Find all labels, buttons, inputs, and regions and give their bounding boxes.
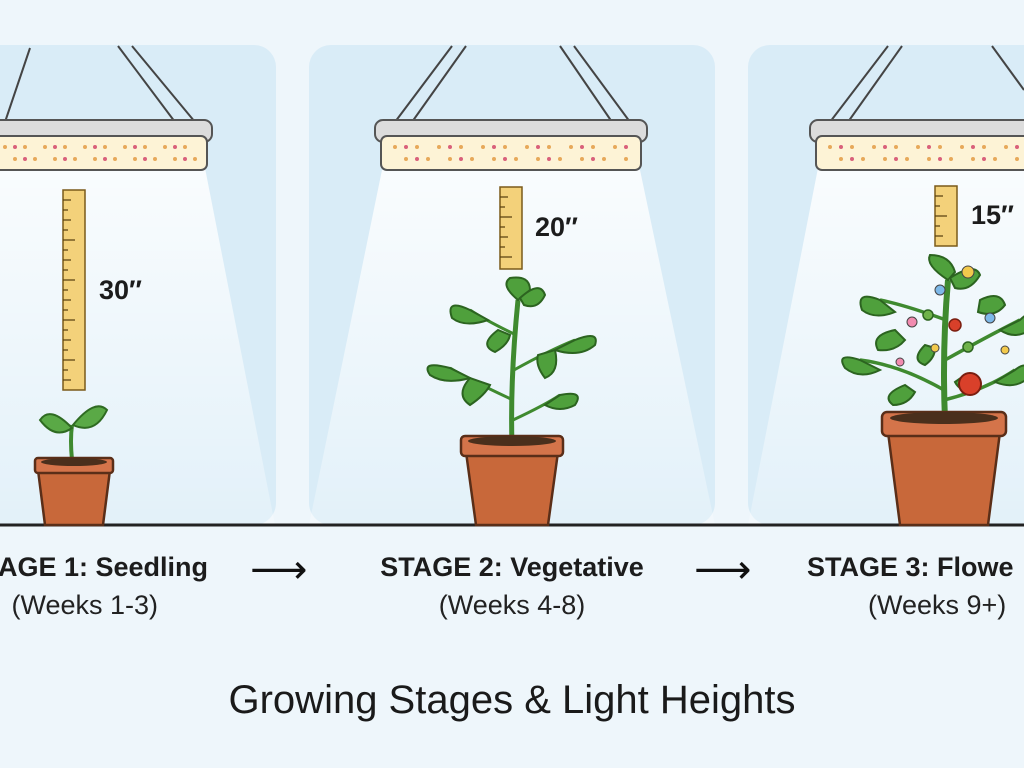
stage-2-pot-icon (459, 434, 565, 527)
stage-1-weeks: (Weeks 1-3) (11, 590, 158, 620)
stage-2-ruler-icon (499, 186, 523, 270)
stage-1-ruler-icon (62, 189, 86, 391)
stage-3-height-label: 15″ (971, 200, 1014, 230)
right-arrow-icon: ⟶ (694, 547, 752, 593)
stage-1-pot-icon (33, 456, 115, 527)
stage-2-height-label: 20″ (535, 212, 578, 242)
stage-1-title: STAGE 1: Seedling (0, 552, 208, 582)
stage-3-grow-light-icon (809, 45, 1024, 171)
stage-2-grow-light-icon (374, 45, 648, 171)
seedling-icon (38, 405, 109, 461)
stage-1-height-label: 30″ (99, 275, 142, 305)
vegetative-plant-icon (426, 276, 597, 446)
stage-3-ruler-icon (934, 185, 958, 247)
flowering-plant-icon (841, 253, 1024, 421)
stage-3-weeks: (Weeks 9+) (868, 590, 1007, 620)
stage-3-pot-icon (880, 410, 1008, 527)
diagram-title: Growing Stages & Light Heights (228, 678, 796, 722)
stage-2-title: STAGE 2: Vegetative (380, 552, 644, 582)
stage-1-grow-light-icon (0, 45, 213, 171)
stage-3-title: STAGE 3: Flowe (807, 552, 1014, 582)
right-arrow-icon: ⟶ (250, 547, 308, 593)
stage-2-weeks: (Weeks 4-8) (438, 590, 586, 620)
